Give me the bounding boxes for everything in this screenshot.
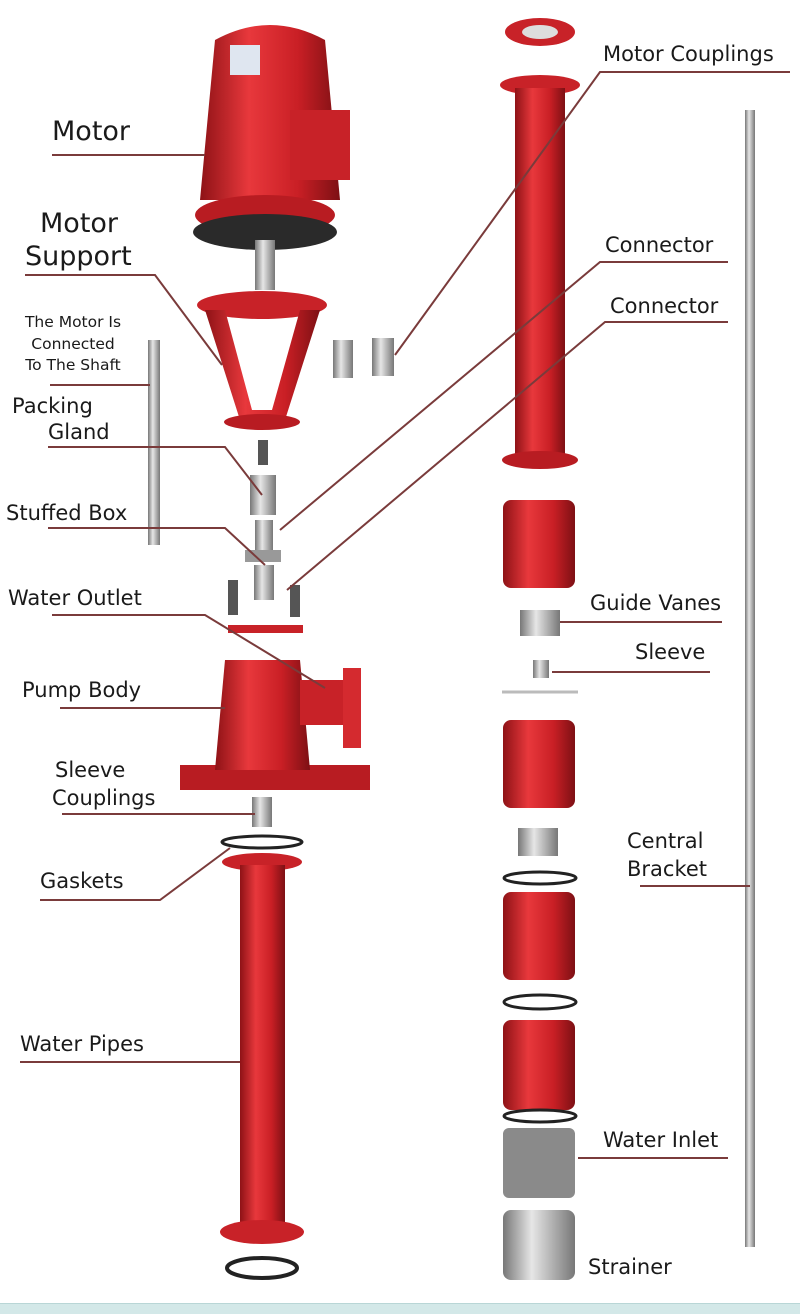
label-water-outlet: Water Outlet	[8, 586, 142, 610]
connector-parts	[333, 338, 394, 378]
label-motor-couplings: Motor Couplings	[603, 42, 774, 66]
label-sleeve-couplings-2: Couplings	[52, 786, 156, 810]
label-sleeve: Sleeve	[635, 640, 706, 664]
label-connector-1: Connector	[605, 233, 714, 257]
label-pump-body: Pump Body	[22, 678, 142, 702]
label-motor-support-1: Motor	[40, 208, 119, 239]
label-sleeve-couplings-1: Sleeve	[55, 758, 126, 782]
label-water-inlet: Water Inlet	[603, 1128, 719, 1152]
label-packing-gland-2: Gland	[48, 420, 110, 444]
pump-body-part	[180, 660, 370, 790]
central-bracket-rod	[745, 110, 755, 1247]
label-central-bracket-1: Central	[627, 829, 704, 853]
water-pipe-part	[220, 853, 304, 1280]
label-central-bracket-2: Bracket	[627, 857, 708, 881]
shaft-components	[228, 440, 303, 633]
sleeve-coupling-part	[252, 797, 272, 827]
label-motor-connected-1: The Motor Is	[24, 313, 122, 331]
label-gaskets: Gaskets	[40, 869, 124, 893]
label-packing-gland-1: Packing	[12, 394, 93, 418]
label-motor-connected: The Motor Is Connected To The Shaft	[8, 312, 138, 377]
motor-part	[193, 25, 350, 290]
right-column-parts	[500, 18, 580, 1280]
label-connector-2: Connector	[610, 294, 719, 318]
label-water-pipes: Water Pipes	[20, 1032, 144, 1056]
label-guide-vanes: Guide Vanes	[590, 591, 722, 615]
leader-lines	[20, 71, 790, 1159]
label-strainer: Strainer	[588, 1255, 672, 1279]
motor-support-part	[197, 291, 327, 430]
label-motor-support-2: Support	[25, 241, 132, 272]
gasket-part	[220, 834, 304, 850]
footer-strip	[0, 1303, 800, 1314]
label-stuffed-box: Stuffed Box	[6, 501, 128, 525]
label-motor-connected-3: To The Shaft	[25, 356, 121, 375]
motor-shaft-part	[148, 340, 160, 545]
label-motor: Motor	[52, 116, 131, 147]
label-motor-connected-2: Connected	[31, 334, 115, 353]
